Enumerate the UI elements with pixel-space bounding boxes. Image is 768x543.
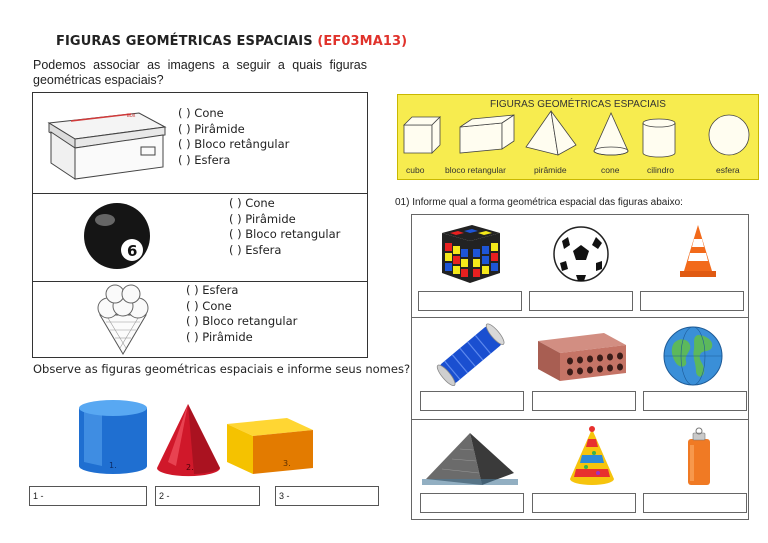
reference-shapes <box>403 109 750 158</box>
cylinder-shape: 1. <box>79 400 147 474</box>
answer-field-8[interactable] <box>532 493 636 513</box>
answer-field-4[interactable] <box>420 391 524 411</box>
option-bloco[interactable]: ( ) Bloco retângular <box>178 137 290 151</box>
label-cone: cone <box>601 165 620 175</box>
brick-image <box>538 333 626 381</box>
traffic-cone-image <box>680 225 716 277</box>
label-cilindro: cilindro <box>647 165 674 175</box>
objects-grid <box>411 214 749 520</box>
option-esfera[interactable]: ( ) Esfera <box>186 283 239 297</box>
question-row-box: BOX ( ) Cone ( ) Pirâmide ( ) Bloco retâ… <box>33 93 367 194</box>
grid-divider <box>412 317 748 318</box>
options-icecream: ( ) Esfera ( ) Cone ( ) Bloco retangular… <box>186 283 297 345</box>
pool-ball-image: 6 <box>84 203 150 269</box>
answer-field-3[interactable] <box>640 291 744 311</box>
answer-field-2[interactable] <box>529 291 633 311</box>
sphere-ref-shape <box>708 114 750 156</box>
shoe-box-image: BOX <box>47 112 167 180</box>
box-lid-label: BOX <box>127 113 136 118</box>
option-cone[interactable]: ( ) Cone <box>229 196 275 210</box>
question-row-ball: 6 ( ) Cone ( ) Pirâmide ( ) Bloco retang… <box>33 194 367 282</box>
pyramid-image <box>422 433 518 485</box>
answer-field-1[interactable] <box>418 291 522 311</box>
party-hat-image <box>570 426 614 485</box>
ice-cream-image <box>97 284 149 355</box>
globe-image <box>663 326 723 386</box>
shapes-reference-panel: FIGURAS GEOMÉTRICAS ESPACIAIS cubo bloc <box>397 94 759 180</box>
question-row-icecream: ( ) Esfera ( ) Cone ( ) Bloco retangular… <box>33 282 367 357</box>
battery-image <box>688 427 710 485</box>
cone-ref-shape <box>593 112 629 156</box>
soccer-ball-image <box>553 226 609 282</box>
cone-shape: 2. <box>157 404 220 477</box>
answer-field-5[interactable] <box>532 391 636 411</box>
option-bloco[interactable]: ( ) Bloco retangular <box>229 227 341 241</box>
prism-shape: 3. <box>227 418 313 474</box>
option-piramide[interactable]: ( ) Pirâmide <box>229 211 296 226</box>
label-cubo: cubo <box>406 165 425 175</box>
shape-number-1: 1. <box>109 461 117 470</box>
option-cone[interactable]: ( ) Cone <box>186 298 232 313</box>
pyramid-shape <box>525 109 577 156</box>
option-esfera[interactable]: ( ) Esfera <box>178 152 231 167</box>
cylinder-ref-shape <box>642 118 676 158</box>
option-piramide[interactable]: ( ) Pirâmide <box>186 329 253 344</box>
observe-question: Observe as figuras geométricas espaciais… <box>33 362 411 376</box>
answer-field-6[interactable] <box>643 391 747 411</box>
thread-spool-image <box>436 323 505 387</box>
options-ball: ( ) Cone ( ) Pirâmide ( ) Bloco retangul… <box>229 196 340 258</box>
rubiks-cube-image <box>442 225 500 283</box>
answer-field-9[interactable] <box>643 493 747 513</box>
shape-number-3: 3. <box>283 459 291 468</box>
block-shape <box>459 114 515 154</box>
answer-box-1[interactable]: 1 - <box>29 486 147 506</box>
ball-number: 6 <box>127 242 137 260</box>
answer-box-2[interactable]: 2 - <box>155 486 260 506</box>
label-piramide: pirâmide <box>534 165 567 175</box>
option-esfera[interactable]: ( ) Esfera <box>229 242 282 257</box>
question-table: BOX ( ) Cone ( ) Pirâmide ( ) Bloco retâ… <box>32 92 368 358</box>
page-title: FIGURAS GEOMÉTRICAS ESPACIAIS (EF03MA13) <box>56 34 407 49</box>
label-bloco: bloco retangular <box>445 165 506 175</box>
shape-number-2: 2. <box>186 463 194 472</box>
answer-box-3[interactable]: 3 - <box>275 486 379 506</box>
option-cone[interactable]: ( ) Cone <box>178 106 224 120</box>
skill-code: (EF03MA13) <box>317 34 408 49</box>
answer-field-7[interactable] <box>420 493 524 513</box>
option-piramide[interactable]: ( ) Pirâmide <box>178 121 245 136</box>
grid-divider <box>412 419 748 420</box>
cube-shape <box>403 116 441 154</box>
panel-title: FIGURAS GEOMÉTRICAS ESPACIAIS <box>490 99 666 110</box>
option-bloco[interactable]: ( ) Bloco retangular <box>186 314 298 328</box>
question-01: 01) Informe qual a forma geométrica espa… <box>395 197 683 208</box>
intro-question: Podemos associar as imagens a seguir a q… <box>33 58 367 87</box>
title-text: FIGURAS GEOMÉTRICAS ESPACIAIS <box>56 34 313 49</box>
options-box: ( ) Cone ( ) Pirâmide ( ) Bloco retângul… <box>178 106 289 168</box>
label-esfera: esfera <box>716 165 740 175</box>
